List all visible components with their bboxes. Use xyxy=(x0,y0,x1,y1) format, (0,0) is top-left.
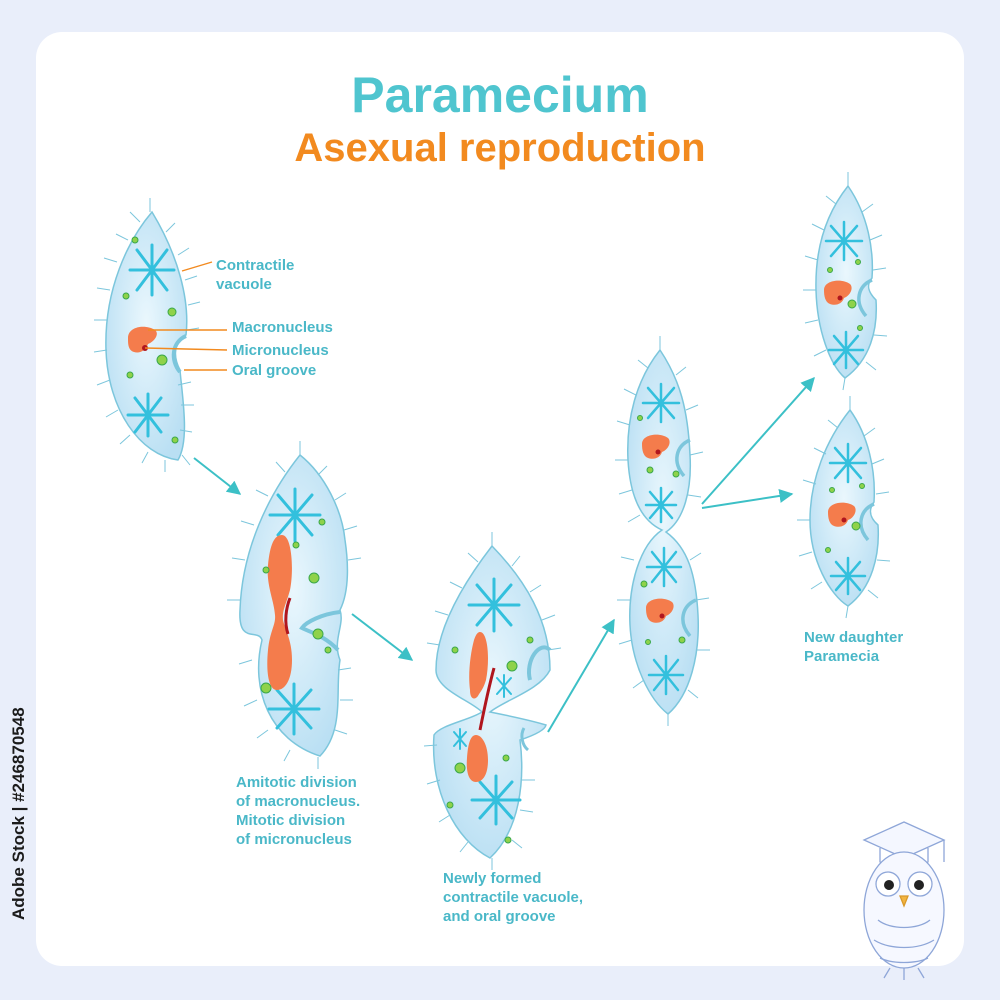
dividing-macronucleus xyxy=(267,535,292,690)
contractile-vacuole-star xyxy=(467,577,521,633)
stage2-cell xyxy=(227,441,362,769)
micronucleus-dot xyxy=(837,295,843,301)
oral-groove-shape xyxy=(171,334,187,374)
contractile-vacuole-star xyxy=(828,442,868,596)
label-contractile-vacuole: Contractile vacuole xyxy=(216,257,295,293)
stage4-cell xyxy=(615,336,710,726)
cilia xyxy=(797,396,891,619)
arrow-3 xyxy=(547,618,615,733)
contractile-vacuole-star xyxy=(126,392,170,438)
micronucleus-dot xyxy=(841,517,847,523)
arrow-1 xyxy=(193,457,242,495)
label-stage2: Amitotic division of macronucleus. Mitot… xyxy=(236,774,361,848)
oral-groove-shape xyxy=(859,502,875,542)
micronucleus-dot xyxy=(655,449,661,455)
daughter-cell-bottom xyxy=(797,396,891,619)
arrow-2 xyxy=(351,613,414,661)
contractile-vacuole-star xyxy=(470,774,522,826)
page-title: Paramecium xyxy=(351,67,649,123)
granules xyxy=(122,236,179,444)
cell-membrane xyxy=(432,544,551,859)
oral-groove-shape xyxy=(299,610,341,652)
contractile-vacuole-star xyxy=(128,243,176,297)
label-oral-groove: Oral groove xyxy=(232,362,317,379)
label-stage3: Newly formed contractile vacuole, and or… xyxy=(443,870,584,925)
label-stage5: New daughter Paramecia xyxy=(804,629,904,665)
oral-groove-shape xyxy=(857,278,873,318)
label-leaders xyxy=(144,261,228,371)
stage1-cell xyxy=(93,198,201,472)
granules xyxy=(446,636,534,844)
granules xyxy=(825,483,865,553)
label-macronucleus: Macronucleus xyxy=(232,319,333,336)
process-arrows xyxy=(193,376,815,733)
macronucleus-shape xyxy=(642,434,670,459)
dividing-macronucleus xyxy=(469,632,488,699)
new-oral-groove xyxy=(520,727,530,752)
contractile-vacuole-star xyxy=(267,682,321,736)
cilia xyxy=(93,198,201,472)
dividing-micronucleus xyxy=(284,597,292,635)
macronucleus-shape xyxy=(646,598,674,623)
macronucleus-shape xyxy=(828,502,856,527)
daughter-cell-top xyxy=(803,172,888,391)
cilia xyxy=(615,336,710,726)
dividing-macronucleus xyxy=(466,735,488,782)
stock-id: Adobe Stock | #246870548 xyxy=(9,707,28,920)
label-micronucleus: Micronucleus xyxy=(232,342,329,359)
cell-membrane xyxy=(239,453,349,757)
cilia xyxy=(803,172,888,391)
macronucleus-shape xyxy=(128,326,157,353)
stage3-cell xyxy=(423,532,562,870)
arrow-4 xyxy=(701,376,815,505)
oral-groove-shape xyxy=(527,645,552,681)
contractile-vacuole-star xyxy=(641,382,685,696)
cilia xyxy=(423,532,562,870)
granules xyxy=(637,415,686,645)
oral-groove-shape xyxy=(675,438,691,478)
oral-groove-shape xyxy=(681,598,697,638)
contractile-vacuole-star xyxy=(268,487,322,543)
arrow-5 xyxy=(701,489,794,509)
owl-graduate-icon xyxy=(862,821,946,980)
granules xyxy=(260,518,332,694)
granules xyxy=(827,259,863,331)
page-subtitle: Asexual reproduction xyxy=(294,126,706,170)
micronucleus-dot xyxy=(659,613,665,619)
new-contractile-vacuole xyxy=(453,674,512,750)
dividing-micronucleus xyxy=(478,667,496,731)
cilia xyxy=(227,441,362,769)
contractile-vacuole-star xyxy=(824,220,865,370)
macronucleus-shape xyxy=(824,280,852,305)
